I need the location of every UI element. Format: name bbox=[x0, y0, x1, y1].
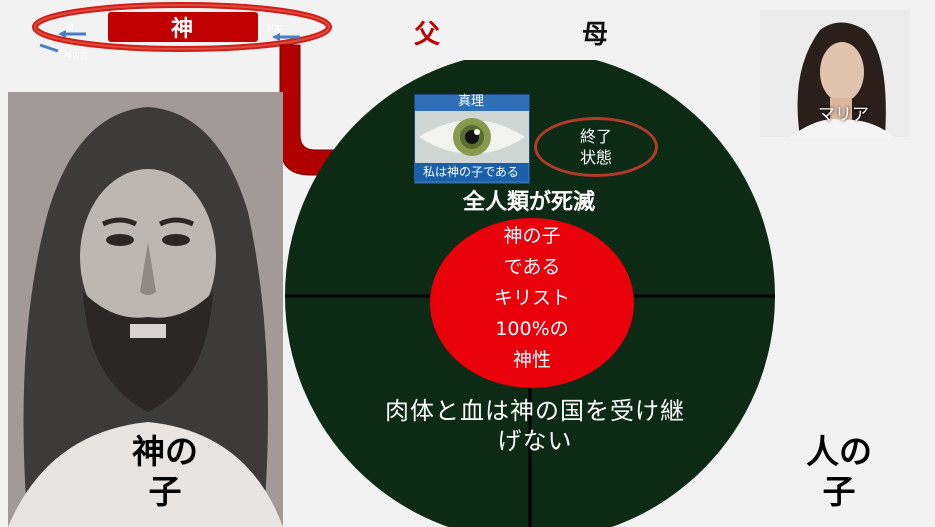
son-of-man-line2: 子 bbox=[822, 472, 856, 511]
orbit-left-label: 愛 bbox=[66, 23, 74, 33]
maria-label: マリア bbox=[818, 105, 869, 125]
end-state-line2: 状態 bbox=[579, 148, 612, 167]
i-am-son-of-god-label: 私は神の子である bbox=[414, 163, 528, 181]
orbit-arrow-right-head-icon bbox=[272, 33, 280, 41]
son-of-god-line2: 子 bbox=[148, 472, 182, 511]
son-of-man-label: 人の 子 bbox=[784, 432, 894, 512]
jesus-painting bbox=[8, 92, 283, 527]
end-state-oval: 終了 状態 bbox=[534, 117, 658, 177]
truth-eye-image bbox=[414, 94, 530, 184]
father-label: 父 bbox=[414, 20, 441, 50]
eye-icon bbox=[415, 111, 529, 163]
orbit-right-label: 果実 bbox=[266, 23, 282, 33]
end-state-line1: 終了 bbox=[579, 127, 612, 146]
maria-portrait-icon bbox=[760, 10, 910, 137]
christ-center-circle bbox=[430, 218, 634, 388]
orbit-bottom-label: 神の言 bbox=[64, 50, 88, 60]
son-of-man-line1: 人の bbox=[806, 432, 872, 471]
flesh-text-line1: 肉体と血は神の国を受け継 bbox=[385, 397, 685, 425]
orbit-arrow-left-head-icon bbox=[58, 30, 66, 38]
orbit-arrow-bottom-icon bbox=[39, 43, 59, 53]
jesus-portrait-icon bbox=[8, 92, 283, 527]
christ-center-text: 神の子 である キリスト 100%の 神性 bbox=[493, 225, 570, 371]
son-of-god-label: 神の 子 bbox=[110, 432, 220, 512]
son-of-god-line1: 神の bbox=[132, 432, 198, 471]
god-label: 神 bbox=[108, 12, 258, 42]
maria-photo bbox=[760, 10, 910, 137]
flesh-and-blood-text: 肉体と血は神の国を受け継 げない bbox=[345, 396, 725, 456]
truth-label: 真理 bbox=[457, 94, 484, 109]
god-orbit-ellipse-inner bbox=[34, 4, 330, 50]
god-banner: 愛 果実 神の言 bbox=[32, 2, 332, 60]
extinction-text: 全人類が死滅 bbox=[462, 190, 595, 215]
flesh-text-line2: げない bbox=[497, 427, 573, 455]
mother-label: 母 bbox=[582, 20, 609, 50]
